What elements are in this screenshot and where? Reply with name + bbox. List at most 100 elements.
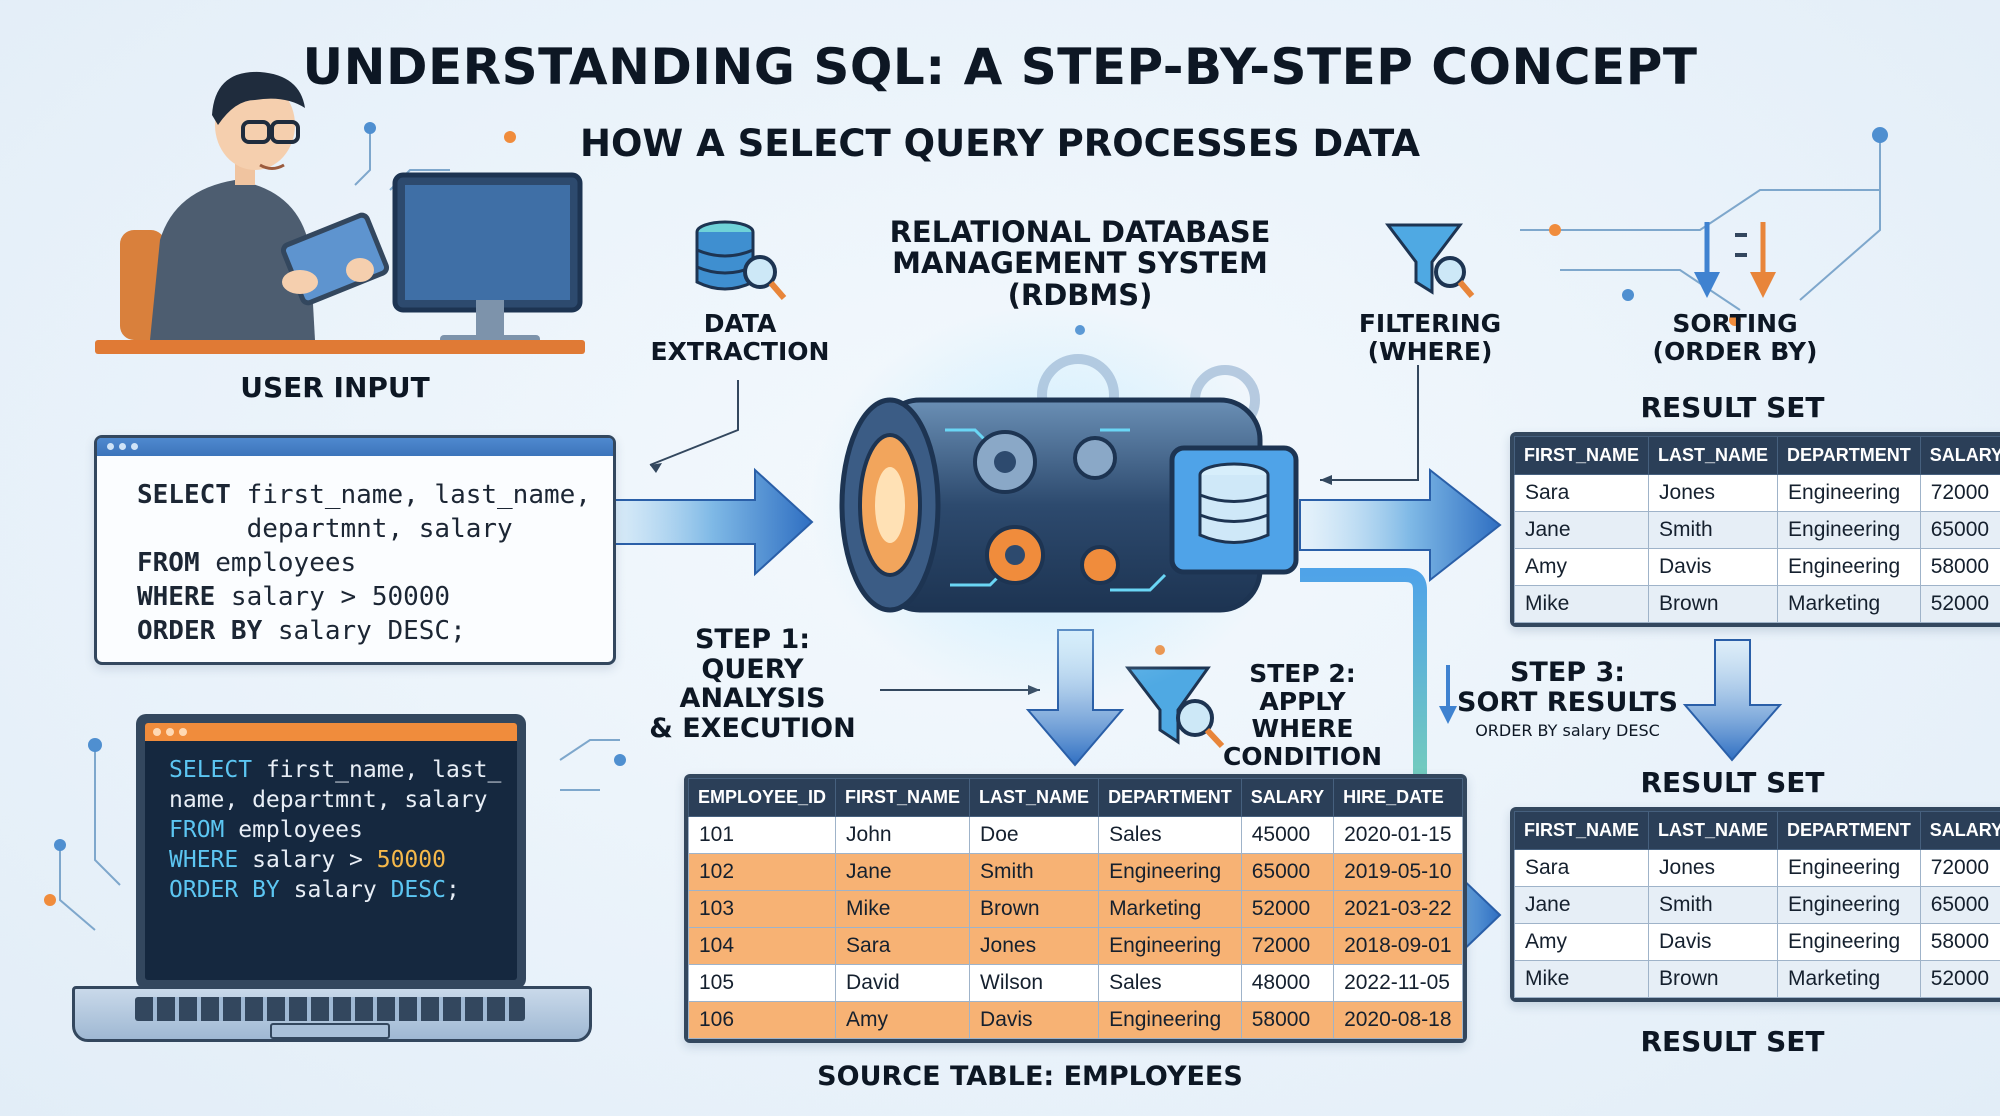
table-cell: 52000	[1919, 585, 2000, 623]
result-set-label-middle: RESULT SET	[1640, 766, 1825, 799]
table-cell: Engineering	[1777, 474, 1921, 512]
page-title: UNDERSTANDING SQL: A STEP-BY-STEP CONCEP…	[302, 38, 1698, 96]
table-cell: Engineering	[1098, 1001, 1242, 1039]
column-header: DEPARTMENT	[1098, 778, 1242, 817]
table-cell: 72000	[1919, 849, 2000, 887]
rdbms-label: RELATIONAL DATABASE MANAGEMENT SYSTEM (R…	[889, 215, 1271, 312]
sql-query-text[interactable]: SELECT first_name, last_name, departmnt,…	[97, 456, 613, 648]
source-table-label: SOURCE TABLE: EMPLOYEES	[817, 1061, 1243, 1092]
table-cell: Jones	[1648, 849, 1779, 887]
table-cell: Marketing	[1777, 585, 1921, 623]
sorting-label: SORTING (ORDER BY)	[1652, 309, 1818, 366]
table-cell: 52000	[1240, 890, 1335, 928]
arrow-rdbms-to-result	[1299, 467, 1502, 583]
user-input-label: USER INPUT	[240, 371, 430, 404]
table-cell: Amy	[1513, 548, 1650, 586]
column-header: SALARY	[1240, 778, 1335, 817]
table-cell: 58000	[1919, 923, 2000, 961]
laptop-window-titlebar	[145, 723, 517, 741]
table-cell: Sara	[1513, 849, 1650, 887]
table-cell: 2018-09-01	[1333, 927, 1463, 965]
table-cell: Jones	[1648, 474, 1779, 512]
arrow-result-to-result	[1682, 639, 1783, 762]
laptop-keyboard	[72, 986, 592, 1042]
column-header: FIRST_NAME	[835, 778, 971, 817]
table-cell: 103	[687, 890, 837, 928]
table-cell: Mike	[1513, 960, 1650, 998]
table-cell: Doe	[969, 816, 1100, 854]
table-cell: 2020-01-15	[1333, 816, 1463, 854]
connector-line	[649, 380, 739, 466]
table-cell: Smith	[969, 853, 1100, 891]
table-cell: 2020-08-18	[1333, 1001, 1463, 1039]
table-cell: 2021-03-22	[1333, 890, 1463, 928]
code-line: FROM employees	[137, 548, 357, 578]
laptop-screen: SELECT first_name, last_name, departmnt,…	[136, 714, 526, 989]
desk-monitor-illustration	[95, 172, 585, 354]
code-line: ORDER BY salary DESC;	[137, 616, 466, 646]
table-cell: Engineering	[1098, 927, 1242, 965]
table-cell: 102	[687, 853, 837, 891]
table-cell: Smith	[1648, 886, 1779, 924]
table-cell: 106	[687, 1001, 837, 1039]
table-cell: Sales	[1098, 816, 1242, 854]
column-header: LAST_NAME	[1648, 436, 1779, 475]
table-cell: Marketing	[1777, 960, 1921, 998]
table-cell: 65000	[1240, 853, 1335, 891]
table-cell: 101	[687, 816, 837, 854]
table-cell: Davis	[1648, 548, 1779, 586]
table-cell: 45000	[1240, 816, 1335, 854]
table-cell: Amy	[1513, 923, 1650, 961]
code-line: departmnt, salary	[137, 514, 513, 544]
table-cell: Smith	[1648, 511, 1779, 549]
step2-label: STEP 2: APPLY WHERE CONDITION	[1222, 659, 1383, 771]
result-set-label-top: RESULT SET	[1640, 391, 1825, 424]
table-cell: 105	[687, 964, 837, 1002]
code-line: SELECT first_name, last_name,	[137, 480, 591, 510]
query-editor-window[interactable]: SELECT first_name, last_name, departmnt,…	[94, 435, 616, 665]
circuit-lines-decoration	[59, 130, 1881, 931]
code-line: WHERE salary > 50000	[137, 582, 451, 612]
table-cell: Brown	[1648, 585, 1779, 623]
table-cell: 72000	[1919, 474, 2000, 512]
table-cell: Davis	[969, 1001, 1100, 1039]
column-header: LAST_NAME	[1648, 811, 1779, 850]
code-line: WHERE salary > 50000	[169, 847, 446, 873]
table-cell: Brown	[1648, 960, 1779, 998]
database-search-icon	[695, 220, 787, 300]
table-cell: 2022-11-05	[1333, 964, 1463, 1002]
table-cell: Sara	[1513, 474, 1650, 512]
table-cell: 52000	[1919, 960, 2000, 998]
table-cell: Engineering	[1777, 886, 1921, 924]
table-cell: Wilson	[969, 964, 1100, 1002]
step1-label: STEP 1: QUERY ANALYSIS & EXECUTION	[649, 624, 856, 745]
table-cell: Engineering	[1777, 849, 1921, 887]
table-cell: Engineering	[1098, 853, 1242, 891]
column-header: FIRST_NAME	[1513, 436, 1650, 475]
column-header: SALARY	[1919, 436, 2000, 475]
table-cell: Davis	[1648, 923, 1779, 961]
result-set-label-bottom: RESULT SET	[1640, 1025, 1825, 1058]
table-cell: Engineering	[1777, 511, 1921, 549]
table-cell: 48000	[1240, 964, 1335, 1002]
table-cell: Sales	[1098, 964, 1242, 1002]
table-cell: Jane	[1513, 511, 1650, 549]
table-cell: 65000	[1919, 886, 2000, 924]
table-cell: Brown	[969, 890, 1100, 928]
table-cell: Marketing	[1098, 890, 1242, 928]
